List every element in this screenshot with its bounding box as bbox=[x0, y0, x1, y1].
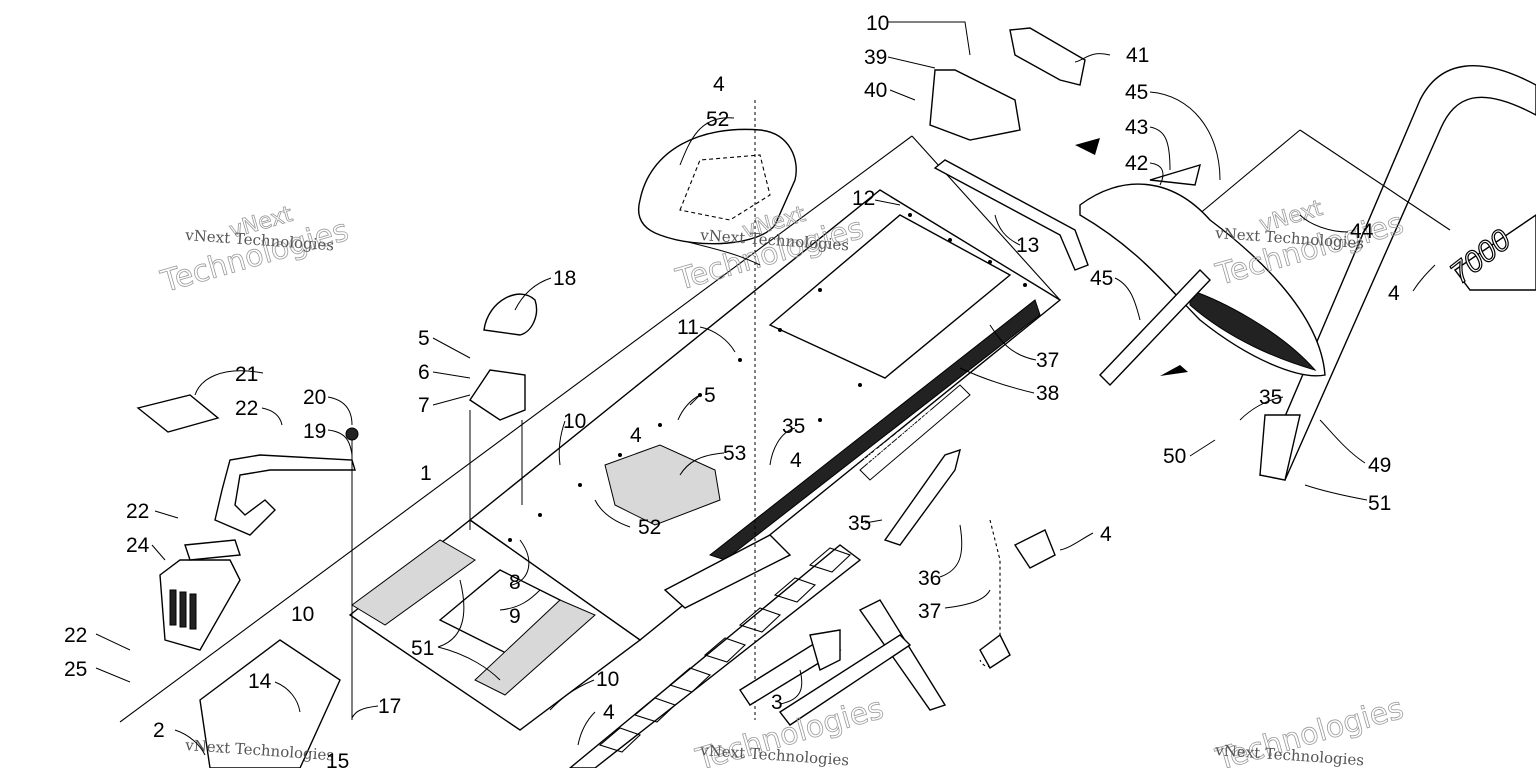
callout-10-top: 10 bbox=[866, 12, 889, 35]
callout-4-bottom: 4 bbox=[603, 701, 615, 724]
callout-47: 49 bbox=[1368, 454, 1391, 477]
callout-25: 25 bbox=[64, 658, 87, 681]
callout-12: 12 bbox=[852, 187, 875, 210]
callout-45: 44 bbox=[1350, 220, 1374, 243]
callout-50: 52 bbox=[706, 108, 729, 131]
callout-35-right: 35 bbox=[1259, 386, 1282, 409]
callout-23-top: 22 bbox=[126, 500, 149, 523]
callout-5-left: 5 bbox=[418, 327, 430, 350]
callout-4-bracket: 4 bbox=[1100, 523, 1112, 546]
callout-39: 38 bbox=[1036, 382, 1059, 405]
callout-23-bottom: 22 bbox=[64, 624, 87, 647]
leader-lines bbox=[95, 21, 1436, 756]
callout-48: 50 bbox=[1163, 445, 1186, 468]
callout-52: 52 bbox=[638, 516, 661, 539]
callout-4-mid: 4 bbox=[630, 424, 642, 447]
taillight-assembly bbox=[1075, 138, 1326, 387]
callout-20: 20 bbox=[303, 386, 326, 409]
callout-35-lower: 35 bbox=[848, 512, 871, 535]
callout-44: 43 bbox=[1125, 116, 1148, 139]
callout-21: 21 bbox=[235, 363, 258, 386]
callout-10-bottom: 10 bbox=[596, 668, 619, 691]
callout-3: 3 bbox=[771, 691, 783, 714]
rear-bumper-47 bbox=[1149, 65, 1536, 481]
footrest-bracket bbox=[136, 394, 359, 720]
tunnel-assembly bbox=[119, 135, 1062, 768]
callout-37: 37 bbox=[918, 600, 941, 623]
callout-1: 1 bbox=[420, 462, 432, 485]
callout-53: 53 bbox=[723, 442, 746, 465]
cooler-cutouts bbox=[598, 547, 852, 753]
callout-51: 51 bbox=[411, 637, 434, 660]
callout-24: 24 bbox=[126, 534, 150, 557]
callout-14: 14 bbox=[248, 670, 272, 693]
callout-38: 37 bbox=[1036, 349, 1059, 372]
callout-10-mid: 10 bbox=[563, 410, 586, 433]
callout-11: 11 bbox=[677, 316, 699, 339]
callout-15: 15 bbox=[326, 750, 349, 768]
callout-9: 9 bbox=[509, 605, 521, 628]
callout-46-mid: 45 bbox=[1090, 267, 1113, 290]
callout-18: 18 bbox=[553, 267, 576, 290]
callout-46-top: 45 bbox=[1125, 81, 1148, 104]
side-brackets bbox=[739, 448, 1056, 726]
grip-pads bbox=[351, 444, 721, 696]
callout-4-right: 4 bbox=[1388, 282, 1400, 305]
top-brackets bbox=[929, 27, 1089, 271]
callout-2: 2 bbox=[153, 719, 165, 742]
callout-17: 17 bbox=[378, 695, 401, 718]
callout-41: 40 bbox=[864, 79, 887, 102]
callout-4-top: 4 bbox=[713, 73, 725, 96]
callout-13: 13 bbox=[1016, 234, 1039, 257]
callout-19: 19 bbox=[303, 420, 326, 443]
callout-labels: 10 39 40 41 45 43 42 44 45 4 37 38 35 50… bbox=[64, 12, 1400, 768]
callout-5-mid: 5 bbox=[704, 384, 716, 407]
callout-6: 6 bbox=[418, 361, 430, 384]
callout-7: 7 bbox=[418, 394, 430, 417]
callout-49: 51 bbox=[1368, 492, 1391, 515]
callout-35-mid: 35 bbox=[782, 415, 805, 438]
callout-36: 36 bbox=[918, 567, 941, 590]
callout-8: 8 bbox=[509, 571, 521, 594]
callout-22: 22 bbox=[235, 397, 258, 420]
steering-bracket bbox=[469, 293, 538, 530]
callout-43: 42 bbox=[1125, 152, 1148, 175]
callout-10-left: 10 bbox=[291, 603, 314, 626]
callout-40: 39 bbox=[864, 46, 887, 69]
callout-42: 41 bbox=[1126, 44, 1149, 67]
callout-4-center: 4 bbox=[790, 449, 802, 472]
